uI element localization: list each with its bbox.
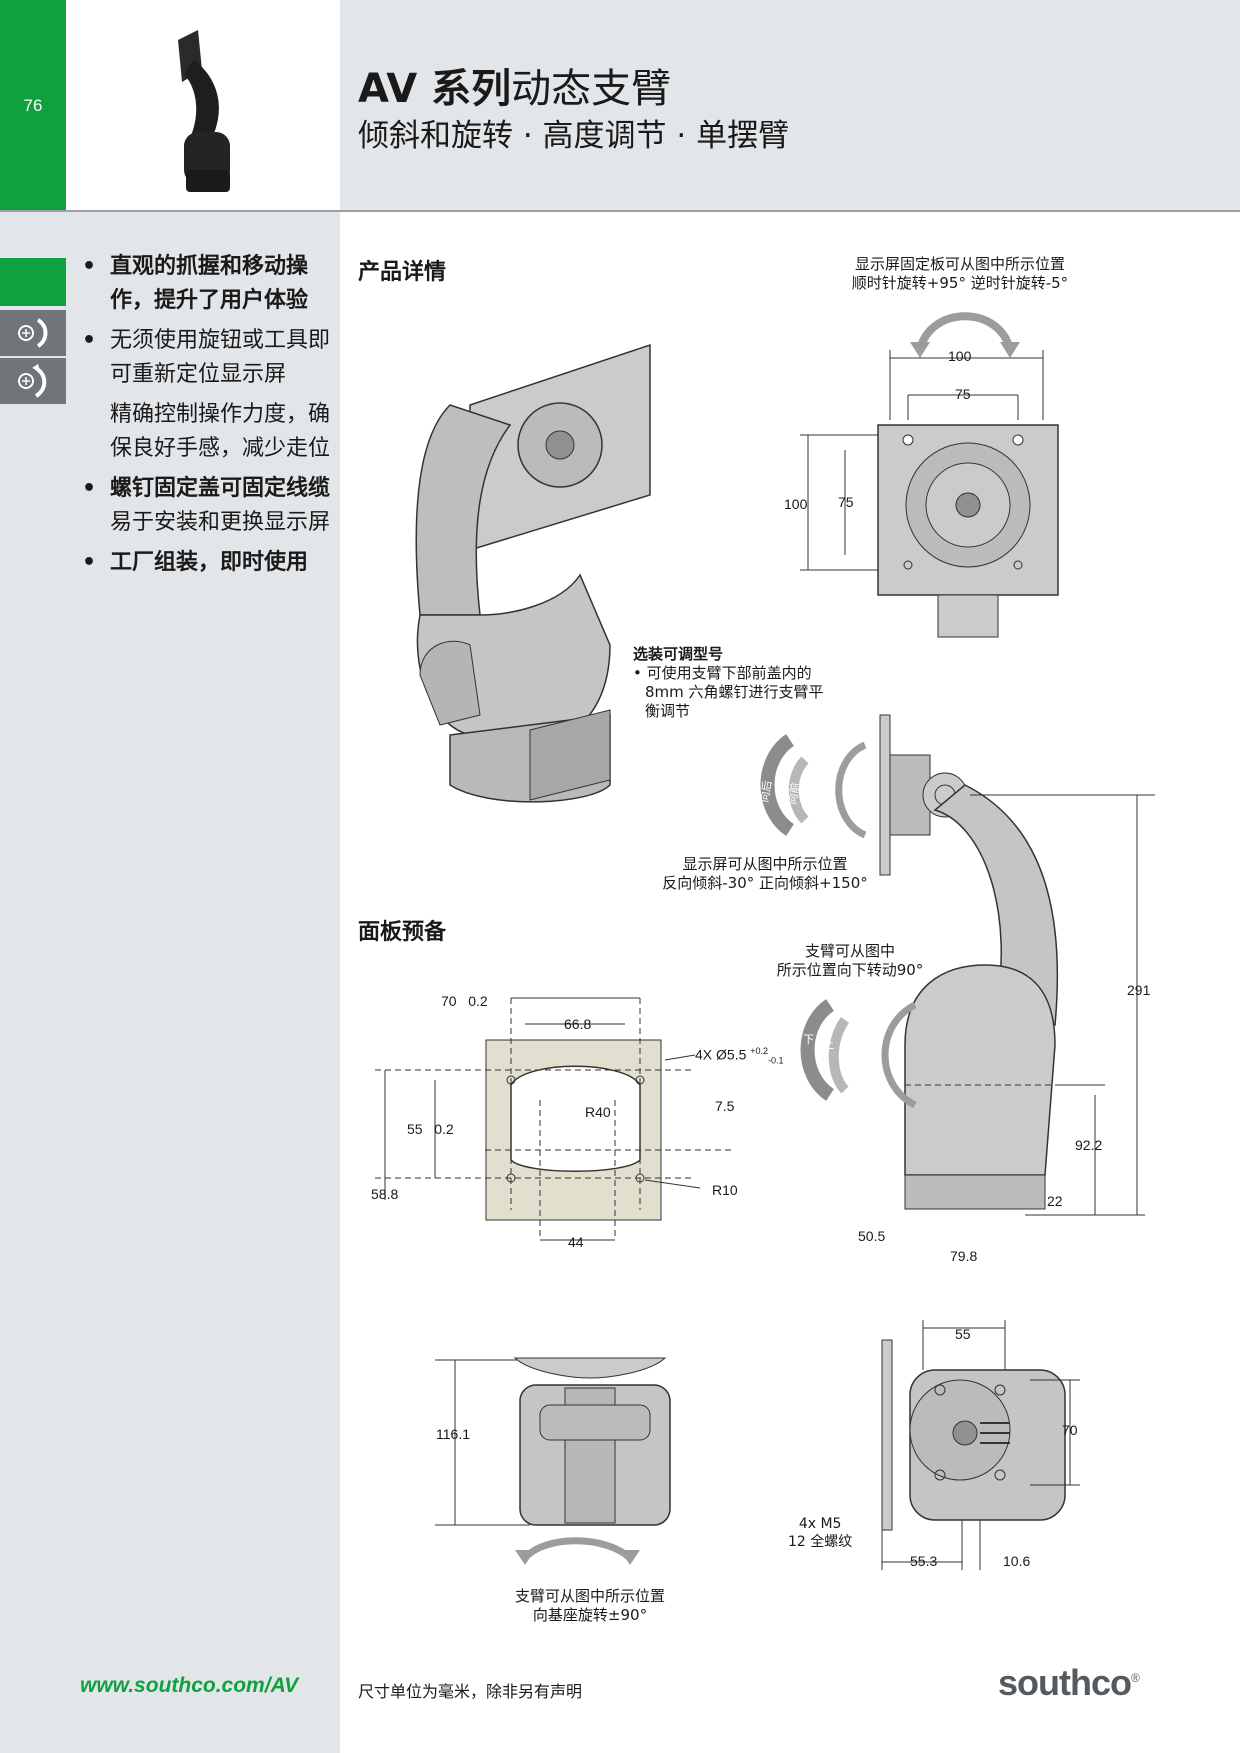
dim-base-offset: 50.5 [858,1228,886,1244]
arm-arrow-label-up: 上 [823,1038,834,1051]
arm-down-arrows [800,999,917,1109]
dim-vesa-75-width: 75 [955,386,971,402]
website-link[interactable]: www.southco.com/AV [80,1674,299,1697]
section-title-product-details: 产品详情 [358,260,447,285]
plate-rotation-arrow [910,312,1020,358]
arm-front-view-drawing [435,1357,671,1565]
plate-rotation-note: 显示屏固定板可从图中所示位置顺时针旋转+95° 逆时针旋转-5° [851,255,1069,292]
feature-item: •工厂组装，即时使用 [82,550,309,575]
dim-front-height: 116.1 [436,1426,470,1442]
product-thumbnail [178,30,230,192]
units-note: 尺寸单位为毫米，除非另有声明 [358,1682,583,1701]
feature-item: •无须使用旋钮或工具即可重新定位显示屏 [82,328,331,387]
page-title: AV 系列动态支臂 [358,66,672,112]
base-rotation-note: 支臂可从图中所示位置向基座旋转±90° [514,1587,665,1624]
dim-pivot-height: 92.2 [1075,1137,1103,1153]
feature-item: 精确控制操作力度，确保良好手感，减少走位 [110,402,331,461]
dim-panel-44: 44 [568,1234,584,1250]
dim-back-10-6: 10.6 [1003,1553,1031,1569]
tilt-note: 显示屏可从图中所示位置反向倾斜-30° 正向倾斜+150° [662,855,868,892]
section-title-panel-prep: 面板预备 [358,920,447,945]
dim-panel-58-8: 58.8 [371,1186,399,1202]
dim-panel-70: 70 0.2 [441,993,488,1009]
dim-panel-holes: 4X Ø5.5 +0.2-0.1 [695,1046,784,1066]
dim-vesa-100-height: 100 [784,496,808,512]
arm-tilt-arrows [760,734,867,839]
adjustable-model-note: 选装可调型号 • 可使用支臂下部前盖内的 8mm 六角螺钉进行支臂平 衡调节 [633,645,824,720]
header-band [340,0,1240,212]
dim-base-height: 22 [1047,1193,1063,1209]
panel-cutout-drawing [375,997,735,1241]
page-subtitle: 倾斜和旋转 · 高度调节 · 单摆臂 [358,118,790,154]
tilt-icon [0,310,66,356]
dim-panel-55: 55 0.2 [407,1121,454,1137]
dim-back-70: 70 [1062,1422,1078,1438]
dim-panel-r10: R10 [712,1182,738,1198]
vesa-plate-drawing [800,350,1059,638]
dim-panel-r40: R40 [585,1104,611,1120]
feature-list: •直观的抓握和移动操作，提升了用户体验 •无须使用旋钮或工具即可重新定位显示屏 … [80,250,340,586]
southco-logo: southco® [998,1662,1140,1703]
arm-side-view-drawing [879,714,1155,1216]
dim-vesa-100-width: 100 [948,348,972,364]
tilt-arrow-label-back: 向后 [757,779,775,804]
arm-down-note: 支臂可从图中所示位置向下转动90° [776,942,924,979]
feature-item: •直观的抓握和移动操作，提升了用户体验 [82,254,309,313]
dim-base-width: 79.8 [950,1248,978,1264]
dim-back-55: 55 [955,1326,971,1342]
arm-arrow-label-down: 下 [803,1033,814,1046]
page-tab [0,0,66,212]
arm-isometric-illustration [415,343,651,803]
dim-panel-7-5: 7.5 [715,1098,735,1114]
feature-item: •螺钉固定盖可固定线缆易于安装和更换显示屏 [82,476,331,535]
rotate-icon [0,358,66,404]
feature-sidebar [0,212,340,1753]
tilt-arrow-label-forward: 向前 [785,781,803,806]
arm-back-view-drawing [881,1320,1080,1570]
page-number: 76 [23,96,43,115]
dim-panel-66-8: 66.8 [564,1016,592,1032]
sidebar-accent [0,258,66,306]
dim-vesa-75-height: 75 [838,494,854,510]
header-divider [0,210,1240,212]
dim-overall-height: 291 [1127,982,1151,998]
dim-back-55-3: 55.3 [910,1553,938,1569]
